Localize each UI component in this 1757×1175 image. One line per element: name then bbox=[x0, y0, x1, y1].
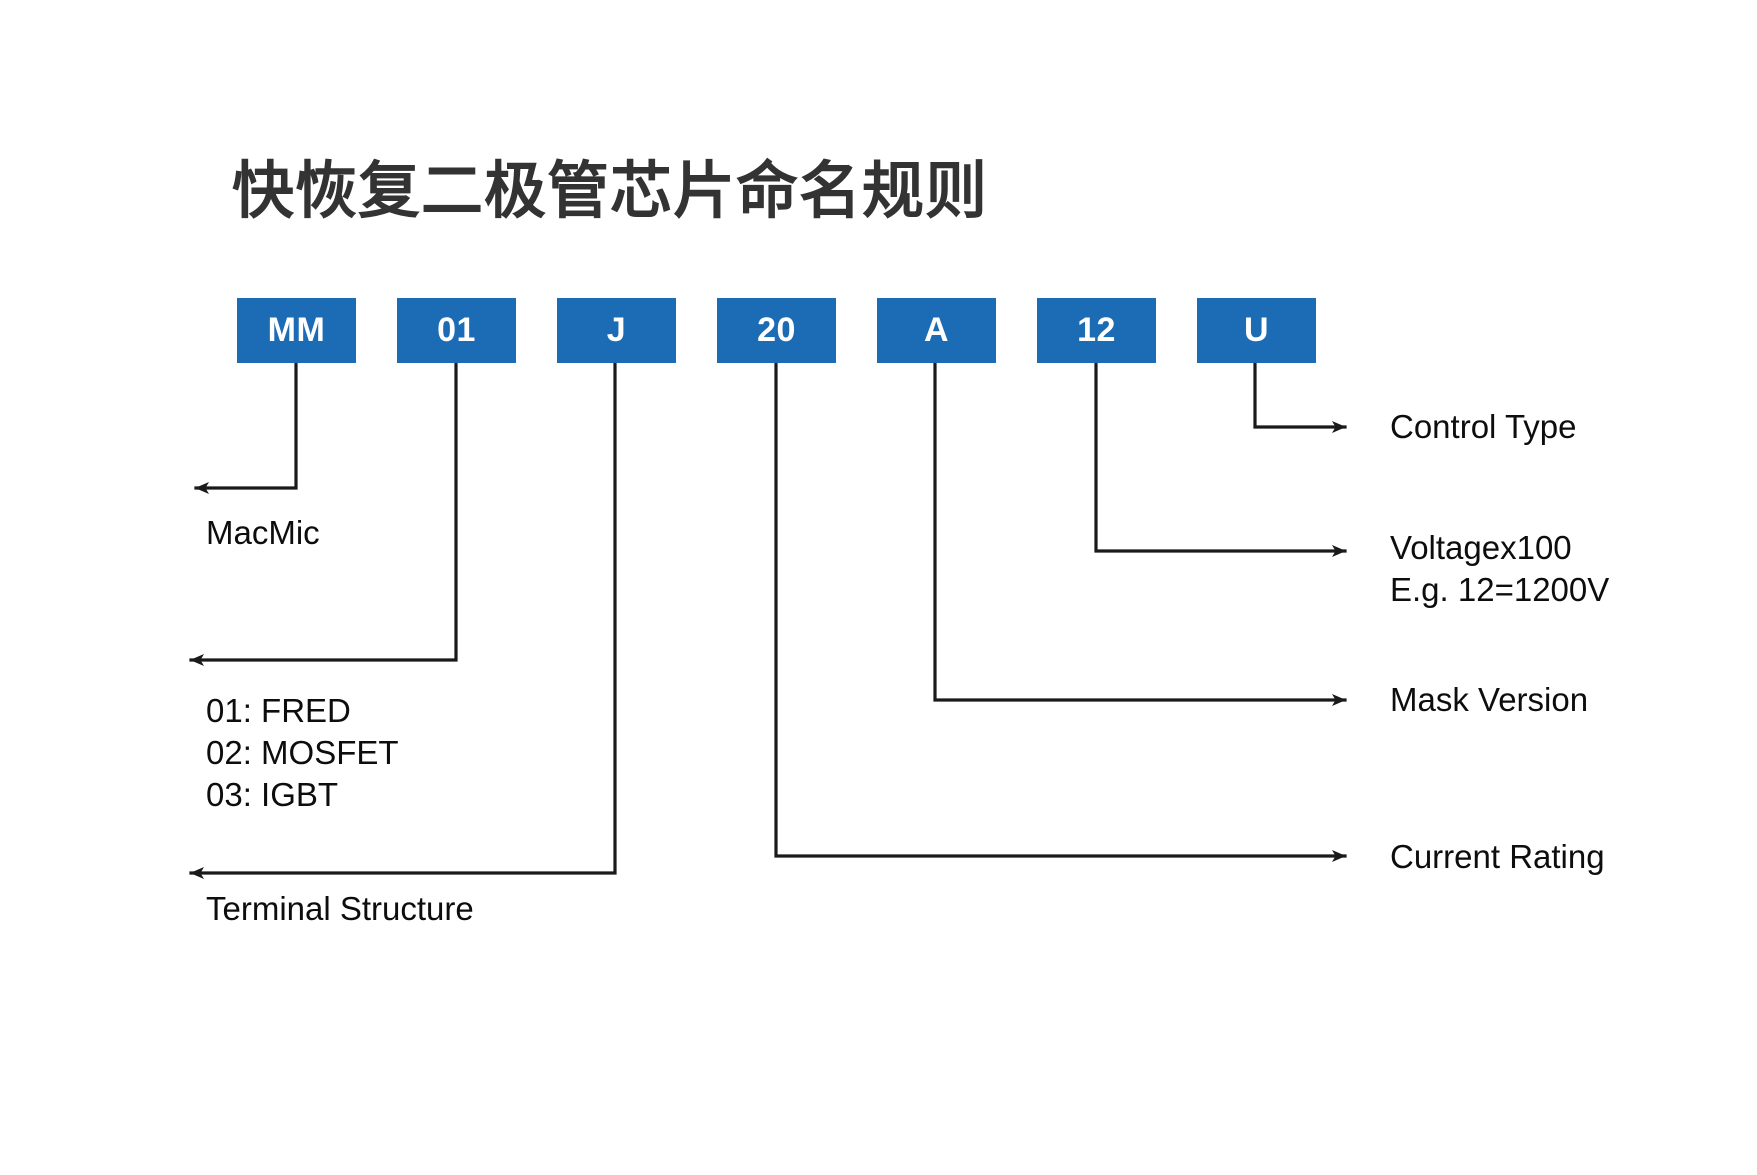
leader-line-u bbox=[1253, 336, 1347, 433]
segment-label-20: 20 bbox=[757, 311, 796, 349]
annotation-macmic: MacMic bbox=[206, 514, 320, 551]
leader-line-20 bbox=[774, 336, 1347, 862]
annotation-terminal-structure: Terminal Structure bbox=[206, 890, 474, 927]
segment-box-20[interactable]: 20 bbox=[717, 298, 836, 363]
segment-label-12: 12 bbox=[1077, 311, 1116, 349]
segment-label-mm: MM bbox=[267, 311, 326, 349]
annotation-voltage: Voltagex100 E.g. 12=1200V bbox=[1390, 529, 1610, 609]
segment-label-j: J bbox=[606, 311, 627, 349]
segment-box-j[interactable]: J bbox=[557, 298, 676, 363]
segment-box-mm[interactable]: MM bbox=[237, 298, 356, 363]
leader-line-01 bbox=[189, 336, 458, 666]
leader-line-mm bbox=[194, 336, 298, 494]
segment-box-12[interactable]: 12 bbox=[1037, 298, 1156, 363]
leader-line-a bbox=[933, 336, 1347, 706]
annotation-device-types: 01: FRED 02: MOSFET 03: IGBT bbox=[206, 692, 399, 814]
segment-label-01: 01 bbox=[437, 311, 476, 349]
segment-box-u[interactable]: U bbox=[1197, 298, 1316, 363]
leader-line-12 bbox=[1094, 336, 1347, 557]
segment-box-01[interactable]: 01 bbox=[397, 298, 516, 363]
annotation-current-rating: Current Rating bbox=[1390, 838, 1605, 875]
segment-label-u: U bbox=[1243, 311, 1270, 349]
leader-line-j bbox=[189, 336, 617, 879]
segment-label-a: A bbox=[923, 311, 950, 349]
annotation-mask-version: Mask Version bbox=[1390, 681, 1589, 718]
annotation-control-type: Control Type bbox=[1390, 408, 1577, 445]
segment-box-a[interactable]: A bbox=[877, 298, 996, 363]
page-title: 快恢复二极管芯片命名规则 bbox=[232, 154, 989, 227]
